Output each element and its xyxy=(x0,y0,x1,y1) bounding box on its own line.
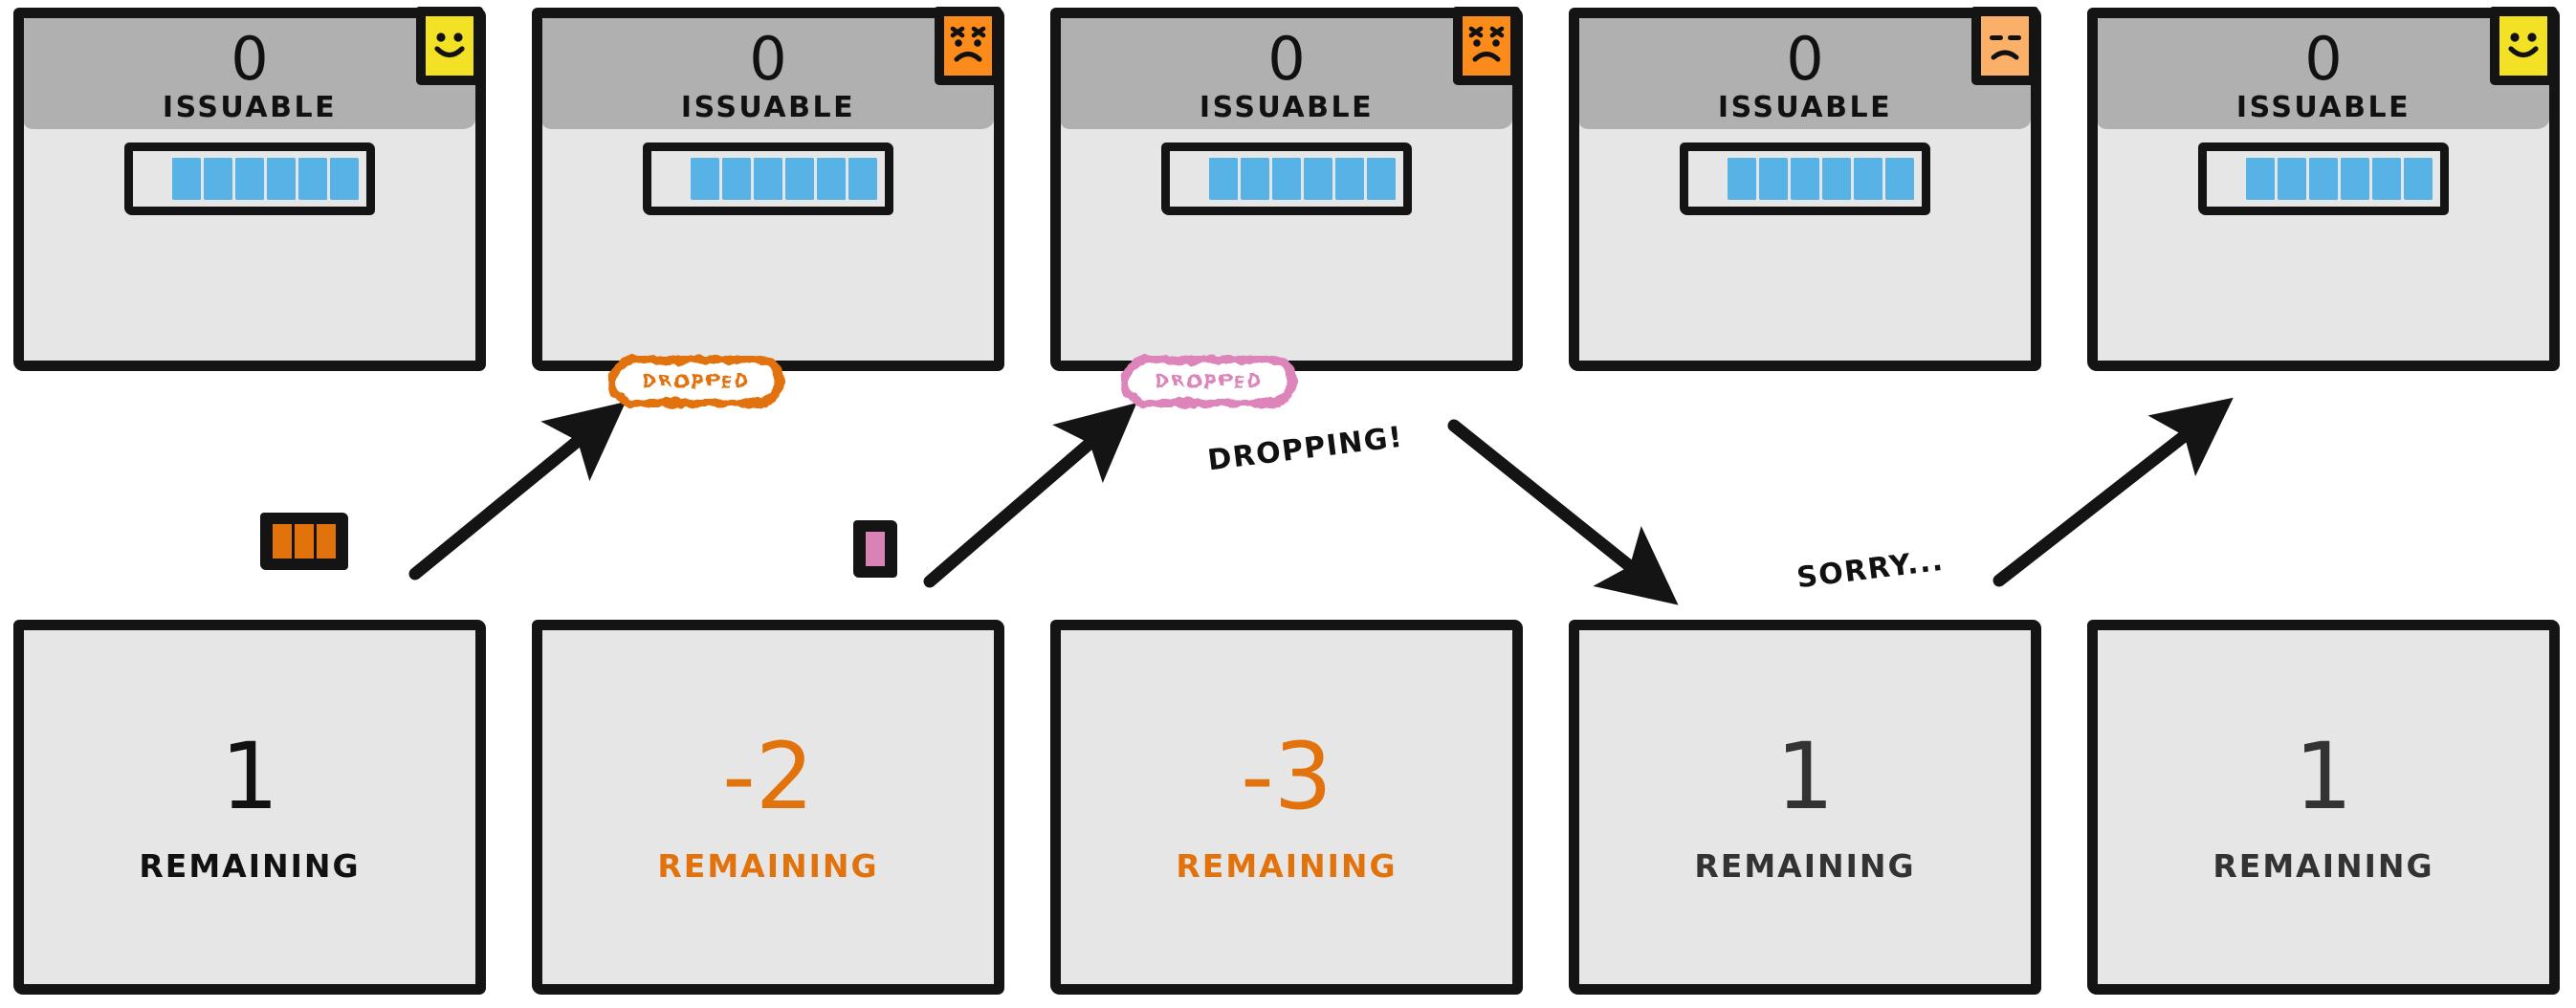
issuable-card-2[interactable]: 0 ISSUABLE xyxy=(532,7,1004,371)
issuable-label: ISSUABLE xyxy=(680,91,856,124)
slot-filled xyxy=(1885,158,1914,200)
slot-filled xyxy=(1367,158,1396,200)
card-body xyxy=(24,129,475,229)
issuable-label: ISSUABLE xyxy=(162,91,338,124)
slot-filled xyxy=(1822,158,1851,200)
slot-empty xyxy=(1178,158,1206,200)
slot-filled xyxy=(691,158,719,200)
slot-filled xyxy=(298,158,327,200)
slot-filled xyxy=(2341,158,2369,200)
arrow-token1-to-card2 xyxy=(408,402,627,581)
slot-empty xyxy=(659,158,688,200)
card-header: 0 ISSUABLE xyxy=(24,18,475,129)
remaining-label: REMAINING xyxy=(139,846,361,885)
dropped-badge-card2: DROPPED xyxy=(608,356,784,407)
slot-bar[interactable] xyxy=(1680,142,1930,215)
slot-filled xyxy=(848,158,877,200)
remaining-value: 1 xyxy=(2294,722,2353,830)
card-header: 0 ISSUABLE xyxy=(542,18,994,129)
remaining-value: -3 xyxy=(1241,722,1332,830)
orange-request-token[interactable] xyxy=(260,513,348,570)
slot-empty xyxy=(141,158,169,200)
issuable-card-5[interactable]: 0 ISSUABLE xyxy=(2087,7,2560,371)
remaining-label: REMAINING xyxy=(1176,846,1398,885)
card-body xyxy=(1579,129,2031,229)
slot-empty xyxy=(2214,158,2243,200)
slot-filled xyxy=(722,158,751,200)
smiley-happy-icon xyxy=(2490,7,2557,85)
arrow-token2-to-card3 xyxy=(923,403,1137,588)
issuable-card-1[interactable]: 0 ISSUABLE xyxy=(13,7,486,371)
card-body xyxy=(1061,129,1512,229)
remaining-value: 1 xyxy=(220,722,279,830)
slot-filled xyxy=(2404,158,2433,200)
pink-request-token[interactable] xyxy=(853,520,897,578)
remaining-value: 1 xyxy=(1775,722,1835,830)
slot-filled xyxy=(2309,158,2338,200)
slot-empty xyxy=(1696,158,1725,200)
slot-filled xyxy=(267,158,296,200)
smiley-angry-icon xyxy=(935,7,1002,85)
issuable-count: 0 xyxy=(1786,24,1824,94)
slot-filled xyxy=(2372,158,2401,200)
slot-bar[interactable] xyxy=(124,142,375,215)
remaining-label: REMAINING xyxy=(2213,846,2434,885)
remaining-label: REMAINING xyxy=(657,846,879,885)
remaining-card-4[interactable]: 1 REMAINING xyxy=(1569,620,2041,995)
token-cell xyxy=(295,524,314,559)
slot-filled xyxy=(204,158,232,200)
remaining-card-3[interactable]: -3 REMAINING xyxy=(1050,620,1523,995)
arrow-card3-to-bottom4 xyxy=(1447,419,1679,605)
slot-filled xyxy=(2246,158,2275,200)
issuable-label: ISSUABLE xyxy=(1717,91,1893,124)
issuable-label: ISSUABLE xyxy=(2235,91,2411,124)
remaining-value: -2 xyxy=(722,722,814,830)
arrow-sorry-to-card5 xyxy=(1993,397,2234,587)
issuable-label: ISSUABLE xyxy=(1199,91,1375,124)
slot-filled xyxy=(235,158,264,200)
slot-bar[interactable] xyxy=(1161,142,1412,215)
remaining-card-2[interactable]: -2 REMAINING xyxy=(532,620,1004,995)
slot-filled xyxy=(172,158,201,200)
slot-filled xyxy=(1241,158,1269,200)
slot-bar[interactable] xyxy=(2198,142,2449,215)
dropped-badge-card3: DROPPED xyxy=(1121,356,1297,407)
card-body xyxy=(542,129,994,229)
card-header: 0 ISSUABLE xyxy=(1061,18,1512,129)
slot-filled xyxy=(754,158,782,200)
slot-filled xyxy=(1335,158,1364,200)
sorry-note: SORRY... xyxy=(1794,543,1947,596)
slot-filled xyxy=(2278,158,2306,200)
issuable-count: 0 xyxy=(2304,24,2343,94)
issuable-card-4[interactable]: 0 ISSUABLE xyxy=(1569,7,2041,371)
smiley-happy-icon xyxy=(416,7,483,85)
slot-filled xyxy=(1759,158,1788,200)
issuable-count: 0 xyxy=(231,24,269,94)
slot-filled xyxy=(817,158,846,200)
smiley-neutral-icon xyxy=(1971,7,2038,85)
card-header: 0 ISSUABLE xyxy=(1579,18,2031,129)
card-body xyxy=(2098,129,2549,229)
slot-filled xyxy=(785,158,814,200)
token-cell xyxy=(866,532,885,566)
card-header: 0 ISSUABLE xyxy=(2098,18,2549,129)
issuable-count: 0 xyxy=(749,24,787,94)
slot-bar[interactable] xyxy=(643,142,893,215)
token-cell xyxy=(317,524,336,559)
remaining-card-5[interactable]: 1 REMAINING xyxy=(2087,620,2560,995)
slot-filled xyxy=(1272,158,1301,200)
slot-filled xyxy=(1854,158,1882,200)
slot-filled xyxy=(330,158,359,200)
issuable-count: 0 xyxy=(1267,24,1306,94)
issuable-card-3[interactable]: 0 ISSUABLE xyxy=(1050,7,1523,371)
slot-filled xyxy=(1304,158,1332,200)
slot-filled xyxy=(1209,158,1238,200)
token-cell xyxy=(273,524,292,559)
dropping-note: DROPPING! xyxy=(1205,420,1405,478)
slot-filled xyxy=(1728,158,1756,200)
smiley-angry-icon xyxy=(1453,7,1520,85)
slot-filled xyxy=(1791,158,1819,200)
remaining-card-1[interactable]: 1 REMAINING xyxy=(13,620,486,995)
remaining-label: REMAINING xyxy=(1694,846,1916,885)
